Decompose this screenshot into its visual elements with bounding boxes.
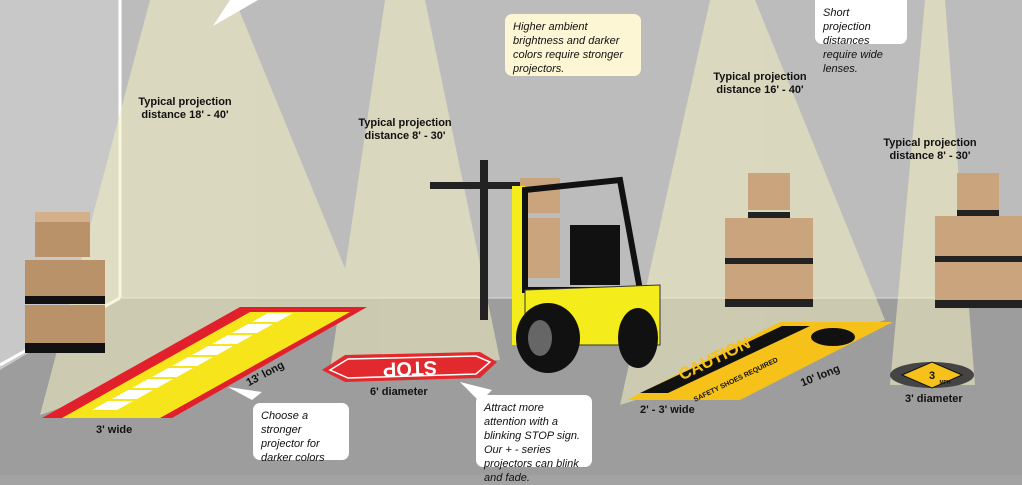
darker-colors-note: Choose a stronger projector for darker c… [253,403,349,464]
caution-projection [627,322,893,400]
warehouse-scene: STOP CAUTION SAFETY SHOES REQUIRED 3 MPH [0,0,1022,418]
blink-stop-note: Attract more attention with a blinking S… [476,395,592,484]
crosswalk-projection [42,307,367,418]
distance-label-stop: Typical projection distance 8' - 30' [358,117,452,142]
crosswalk-width-label: 3' wide [96,424,133,436]
lens-note: Short projection distances require wide … [815,0,907,75]
pallet-boxes-middle-right [725,173,813,307]
stop-size-label: 6' diameter [370,386,428,398]
stop-text: STOP [383,356,438,380]
stop-sign-projection [322,352,497,382]
ambient-brightness-note: Higher ambient brightness and darker col… [505,14,641,76]
distance-label-speed: Typical projection distance 8' - 30' [883,137,977,162]
forklift [430,160,661,373]
pallet-boxes-right [935,173,1022,308]
distance-label-caution: Typical projection distance 16' - 40' [713,71,807,96]
distance-label-crosswalk: Typical projection distance 18' - 40' [138,96,232,121]
caution-width-label: 2' - 3' wide [640,404,695,416]
speed-unit-text: MPH [939,380,951,386]
pallet-boxes-left [25,212,105,353]
speed-size-label: 3' diameter [905,393,963,405]
speed-limit-projection [890,361,974,389]
speed-text: 3 [929,370,935,382]
